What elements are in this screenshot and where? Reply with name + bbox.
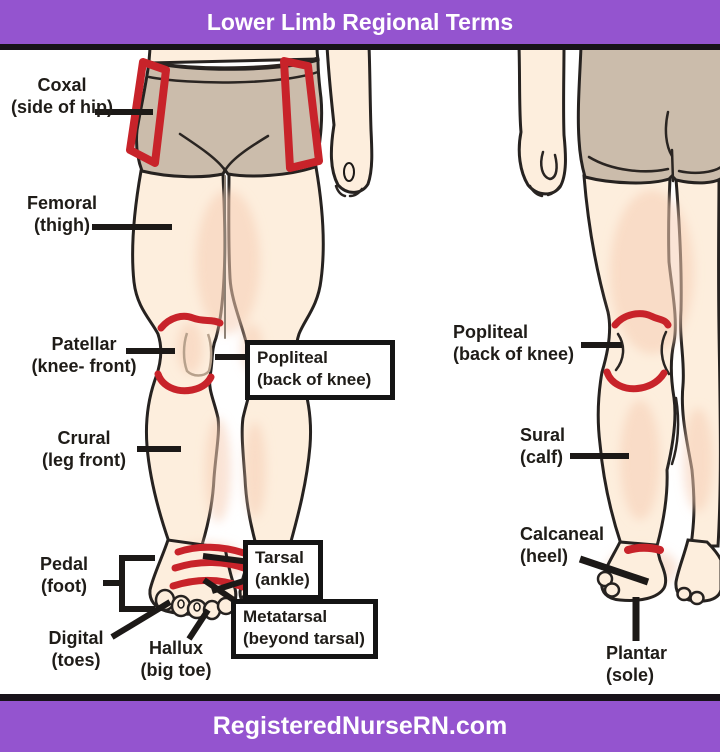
subtitle: (big toe)	[140, 660, 212, 680]
digital-callout-line	[110, 599, 172, 640]
back-figure	[517, 44, 720, 606]
calcaneal-callout-line	[578, 555, 650, 586]
back-knee-creases	[614, 330, 671, 376]
label-plantar: Plantar (sole)	[606, 642, 696, 686]
label-popliteal-back: Popliteal (back of knee)	[453, 321, 583, 365]
coxal-region-marker-left	[126, 58, 170, 167]
label-coxal: Coxal (side of hip)	[6, 74, 118, 118]
back-right-toe	[676, 586, 692, 602]
subtitle: (back of knee)	[453, 344, 575, 364]
label-femoral: Femoral (thigh)	[12, 192, 112, 236]
popliteal-region-marker-bottom	[603, 368, 668, 393]
back-right-toe	[689, 590, 705, 606]
term: Hallux	[148, 638, 204, 658]
term: Pedal	[39, 554, 89, 574]
subtitle: (foot)	[41, 576, 87, 596]
label-sural: Sural (calf)	[520, 424, 600, 468]
hallux-callout-line	[186, 608, 211, 641]
subtitle: (knee- front)	[31, 356, 137, 376]
term: Metatarsal	[243, 607, 328, 626]
back-left-toe	[603, 582, 621, 598]
patellar-region-marker-top	[157, 312, 224, 332]
label-popliteal-front: Popliteal (back of knee)	[245, 340, 395, 400]
label-digital: Digital (toes)	[30, 627, 122, 671]
label-patellar: Patellar (knee- front)	[20, 333, 148, 377]
term: Digital	[48, 628, 104, 648]
subtitle: (toes)	[51, 650, 101, 670]
front-crotch-crease	[178, 132, 270, 171]
front-hand-details	[334, 184, 364, 198]
term: Calcaneal	[520, 524, 605, 544]
subtitle: (calf)	[520, 447, 564, 467]
term: Plantar	[606, 643, 668, 663]
label-pedal: Pedal (foot)	[24, 553, 104, 597]
back-calf-line	[670, 396, 680, 466]
website-credit: RegisteredNurseRN.com	[212, 712, 508, 740]
front-figure	[126, 44, 374, 621]
callout-lines	[92, 109, 650, 641]
calcaneal-region-marker	[624, 543, 664, 554]
back-hand-details	[528, 150, 562, 198]
label-tarsal: Tarsal (ankle)	[243, 540, 323, 600]
subtitle: (sole)	[606, 665, 655, 685]
subtitle: (back of knee)	[257, 370, 372, 389]
back-shorts	[576, 44, 720, 185]
label-hallux: Hallux (big toe)	[132, 637, 220, 681]
patella-outline	[182, 332, 213, 377]
subtitle: (beyond tarsal)	[243, 629, 365, 648]
term: Popliteal	[453, 322, 529, 342]
page-title: Lower Limb Regional Terms	[206, 9, 514, 35]
label-metatarsal: Metatarsal (beyond tarsal)	[231, 599, 378, 659]
subtitle: (ankle)	[255, 570, 310, 589]
thumb-nail	[343, 162, 355, 182]
subtitle: (thigh)	[34, 215, 90, 235]
subtitle: (side of hip)	[11, 97, 113, 117]
tarsal-callout-line-upper	[202, 553, 251, 565]
label-calcaneal: Calcaneal (heel)	[520, 523, 624, 567]
popliteal-region-marker-top	[611, 310, 672, 329]
label-crural: Crural (leg front)	[28, 427, 140, 471]
term: Patellar	[51, 334, 117, 354]
subtitle: (leg front)	[42, 450, 126, 470]
term: Tarsal	[255, 548, 304, 567]
subtitle: (heel)	[520, 546, 569, 566]
coxal-region-marker-right	[280, 57, 323, 172]
term: Sural	[520, 425, 566, 445]
front-right-hand	[325, 44, 374, 194]
header-bar: Lower Limb Regional Terms	[0, 0, 720, 50]
patellar-region-marker-bottom	[154, 370, 215, 395]
back-hand	[517, 44, 567, 196]
term: Popliteal	[257, 348, 328, 367]
term: Femoral	[26, 193, 98, 213]
term: Coxal	[37, 75, 87, 95]
pedal-bracket	[103, 555, 155, 612]
back-shorts-creases	[587, 110, 720, 183]
term: Crural	[57, 428, 111, 448]
footer-bar: RegisteredNurseRN.com	[0, 694, 720, 752]
